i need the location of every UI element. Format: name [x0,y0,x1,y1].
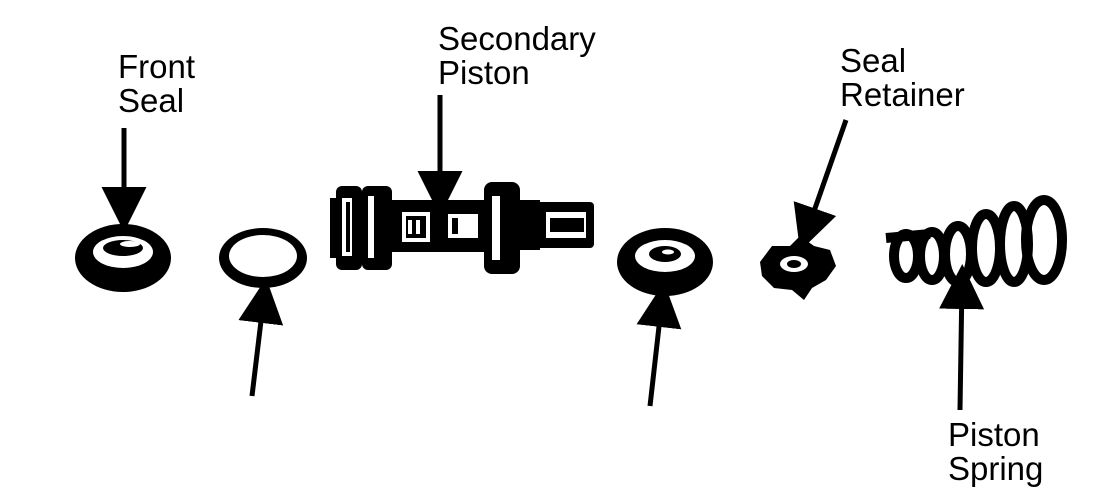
seal-retainer-part [760,236,836,300]
label-secondary-piston: Secondary Piston [438,22,596,90]
label-front-seal-line1: Front [118,48,196,85]
label-piston-spring-line1: Piston [948,416,1040,453]
label-seal-retainer-line1: Seal [840,42,907,79]
label-secondary-piston-line2: Piston [438,54,530,91]
label-secondary-piston-line1: Secondary [438,20,596,57]
label-seal-retainer-line2: Retainer [840,76,965,113]
arrow-o-ring [238,278,284,397]
seal-part [617,228,713,296]
label-piston-spring-line2: Spring [948,450,1044,487]
piston-spring-part [885,195,1067,287]
arrow-piston-spring [939,264,985,411]
label-front-seal: Front Seal [118,50,195,118]
label-front-seal-line2: Seal [118,82,185,119]
front-seal-part [75,224,171,292]
label-piston-spring: Piston Spring [948,418,1043,486]
label-seal-retainer: Seal Retainer [840,44,965,112]
arrow-seal [636,282,682,407]
o-ring-part [219,228,307,288]
arrow-seal-retainer [793,119,849,251]
secondary-piston-part [330,182,594,274]
